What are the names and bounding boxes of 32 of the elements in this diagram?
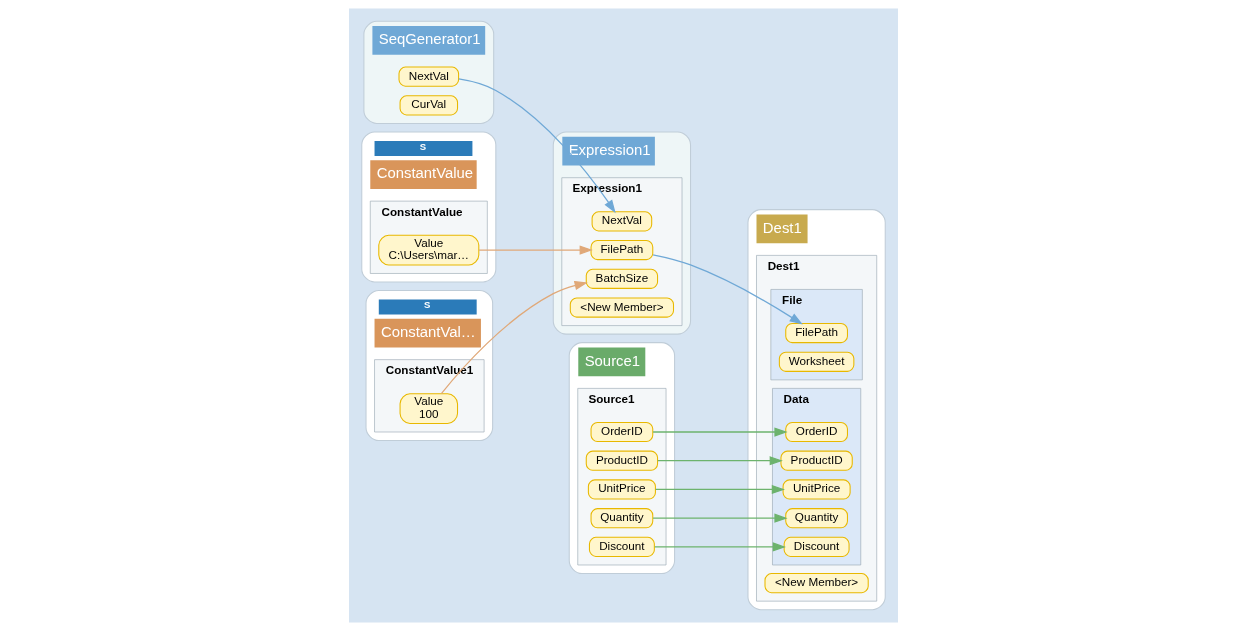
node-box: CurVal <box>399 95 458 116</box>
node-box: Value C:\Users\mar… <box>377 234 479 266</box>
node-box: UnitPrice <box>782 479 851 500</box>
node-box: Quantity <box>784 508 848 529</box>
arrow <box>656 456 783 466</box>
arrow <box>651 513 788 523</box>
arrow <box>440 280 588 395</box>
arrow <box>653 542 786 552</box>
node-box: BatchSize <box>585 268 658 289</box>
node-box: ProductID <box>779 450 853 471</box>
node-box: Worksheet <box>778 351 854 372</box>
node-box: <New Member> <box>764 573 869 594</box>
node-box: OrderID <box>784 421 848 443</box>
node-box: NextVal <box>591 211 652 232</box>
node-box: FilePath <box>590 239 653 261</box>
node-box: Discount <box>588 536 655 557</box>
node-box: Quantity <box>590 508 653 529</box>
node-label: S <box>419 140 426 152</box>
arrow <box>651 254 803 325</box>
arrow <box>654 484 785 495</box>
node-box: ProductID <box>585 450 658 471</box>
node-box: UnitPrice <box>587 479 656 500</box>
node-box: <New Member> <box>569 297 674 318</box>
node-label: S <box>423 299 430 311</box>
node-box: FilePath <box>784 322 848 344</box>
node-box: NextVal <box>398 66 459 87</box>
arrow <box>457 78 616 214</box>
arrow <box>651 427 788 437</box>
node-box: Value 100 <box>399 393 458 424</box>
node-box: OrderID <box>590 421 653 443</box>
arrow <box>477 245 593 255</box>
node-box: Discount <box>783 536 850 557</box>
